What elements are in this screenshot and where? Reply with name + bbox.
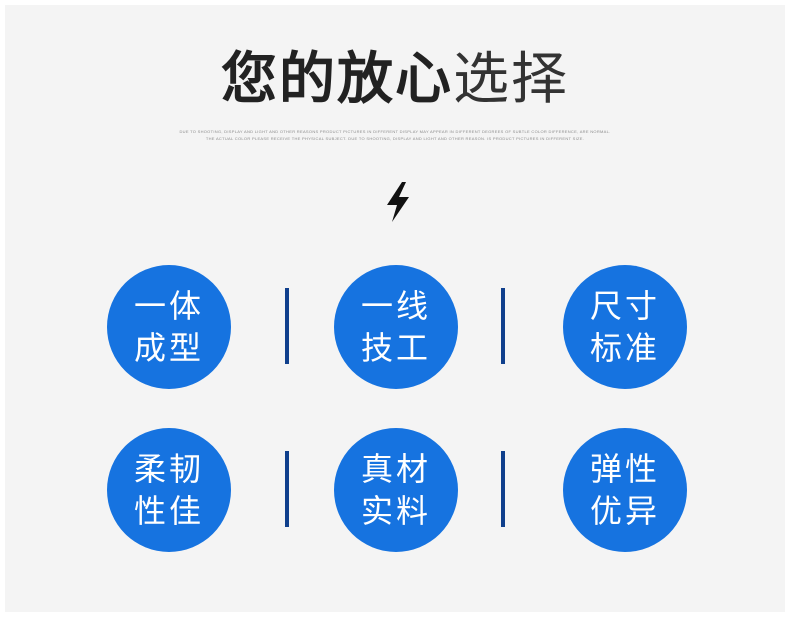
page-title: 您的放心选择 <box>0 40 790 120</box>
feature-circle-elastic: 弹性 优异 <box>563 428 687 552</box>
lightning-bolt-icon <box>387 182 409 222</box>
divider <box>285 288 289 364</box>
divider <box>501 451 505 527</box>
feature-label: 弹性 优异 <box>575 448 675 532</box>
feature-label-line1: 一线 <box>360 287 431 325</box>
feature-label: 一体 成型 <box>119 285 219 369</box>
feature-label-line2: 成型 <box>133 329 204 367</box>
feature-circle-flexible: 柔韧 性佳 <box>107 428 231 552</box>
feature-label-line1: 柔韧 <box>133 450 204 488</box>
feature-label: 柔韧 性佳 <box>119 448 219 532</box>
feature-circle-craftsman: 一线 技工 <box>334 265 458 389</box>
disclaimer-text: DUE TO SHOOTING, DISPLAY AND LIGHT AND O… <box>179 129 611 141</box>
feature-label-line2: 实料 <box>360 492 431 530</box>
feature-circle-one-piece: 一体 成型 <box>107 265 231 389</box>
divider <box>285 451 289 527</box>
divider <box>501 288 505 364</box>
feature-label-line1: 尺寸 <box>589 287 660 325</box>
title-light: 选择 <box>453 47 569 112</box>
feature-label-line2: 标准 <box>589 329 660 367</box>
title-bold: 您的放心 <box>221 47 453 112</box>
feature-circle-standard-size: 尺寸 标准 <box>563 265 687 389</box>
feature-label: 真材 实料 <box>346 448 446 532</box>
feature-label: 一线 技工 <box>346 285 446 369</box>
feature-label-line2: 性佳 <box>133 492 204 530</box>
feature-label-line1: 弹性 <box>589 450 660 488</box>
feature-label-line1: 真材 <box>360 450 431 488</box>
feature-label-line2: 优异 <box>589 492 660 530</box>
feature-label-line2: 技工 <box>360 329 431 367</box>
feature-label: 尺寸 标准 <box>575 285 675 369</box>
feature-circle-genuine-material: 真材 实料 <box>334 428 458 552</box>
feature-label-line1: 一体 <box>133 287 204 325</box>
